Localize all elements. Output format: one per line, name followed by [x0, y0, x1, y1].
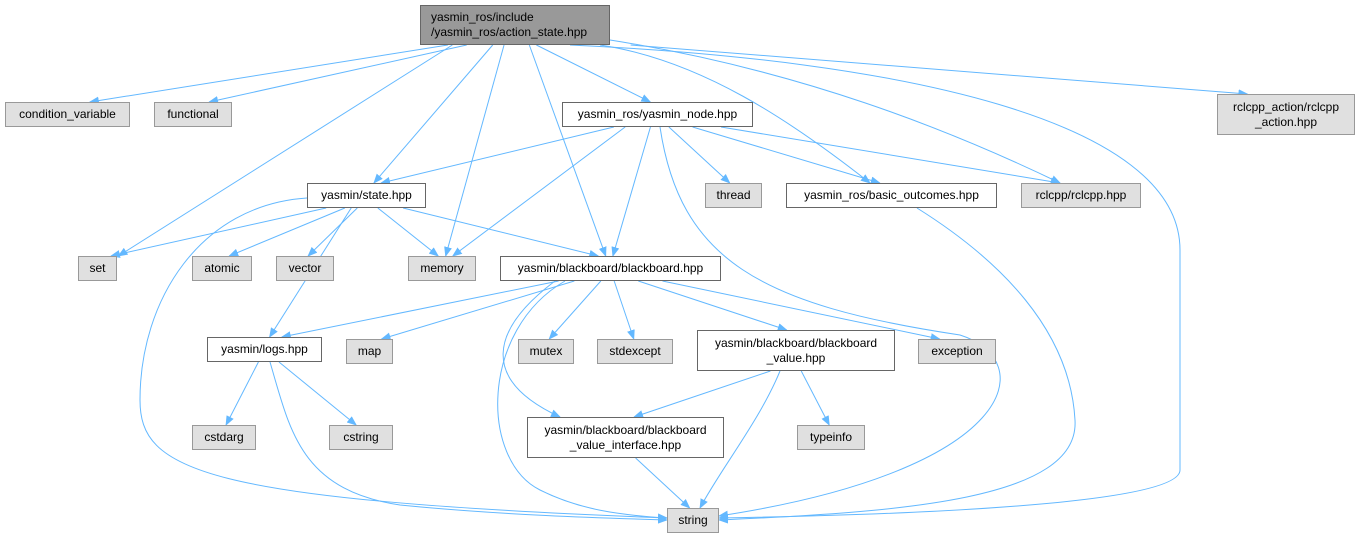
node-label: vector — [288, 261, 322, 275]
edge-state-to-vector — [307, 207, 358, 257]
node-label: cstdarg — [204, 430, 244, 444]
edge-value-interface-to-string — [635, 457, 691, 509]
node-label: set — [89, 261, 106, 275]
node-label: functional — [167, 107, 219, 121]
edge-blackboard-to-string — [497, 280, 668, 522]
edge-root-to-string — [569, 44, 1181, 522]
edge-blackboard-to-blackboard-value — [638, 280, 788, 331]
node-label: stdexcept — [609, 344, 661, 358]
node-label: condition_variable — [19, 107, 116, 121]
edge-blackboard-to-mutex — [548, 280, 602, 340]
node-label: rclcpp_action/rclcpp — [1232, 99, 1340, 114]
node-label: yasmin/blackboard/blackboard — [544, 422, 707, 437]
node-exception[interactable]: exception — [918, 339, 996, 364]
node-atomic[interactable]: atomic — [192, 256, 252, 281]
node-blackboard[interactable]: yasmin/blackboard/blackboard.hpp — [500, 256, 721, 281]
edge-yasmin-node-to-rclcpp — [720, 126, 1061, 186]
edge-root-to-state — [373, 44, 494, 184]
edge-root-to-rclcpp — [609, 39, 1061, 184]
edge-yasmin-node-to-thread — [668, 126, 731, 184]
node-condition-variable[interactable]: condition_variable — [5, 102, 130, 127]
node-label: atomic — [204, 261, 240, 275]
edge-blackboard-to-exception — [662, 280, 941, 342]
edge-root-to-yasmin-node — [536, 44, 652, 103]
edge-blackboard-value-to-string — [699, 370, 781, 509]
edge-root-to-basic-outcomes — [599, 44, 871, 184]
node-label: yasmin_ros/include — [431, 10, 534, 24]
node-rclcpp-action[interactable]: rclcpp_action/rclcpp_action.hpp — [1217, 94, 1355, 135]
edge-blackboard-value-to-value-interface — [633, 370, 771, 418]
node-label: memory — [420, 261, 464, 275]
edge-yasmin-node-to-blackboard — [611, 126, 651, 257]
node-label: rclcpp/rclcpp.hpp — [1035, 188, 1127, 202]
edge-logs-to-cstring — [278, 361, 357, 426]
edge-basic-outcomes-to-string — [718, 207, 1076, 524]
node-label: yasmin_ros/yasmin_node.hpp — [577, 107, 738, 121]
node-label: _value.hpp — [766, 350, 826, 365]
edge-state-to-string — [139, 197, 668, 522]
edge-root-to-condition-variable — [88, 44, 448, 105]
node-label: thread — [716, 188, 751, 202]
edge-root-to-set — [117, 44, 453, 257]
node-basic-outcomes[interactable]: yasmin_ros/basic_outcomes.hpp — [786, 183, 997, 208]
node-label: _value_interface.hpp — [569, 437, 682, 452]
node-label: string — [678, 513, 708, 527]
node-label: _action.hpp — [1254, 114, 1318, 129]
node-root[interactable]: yasmin_ros/include/yasmin_ros/action_sta… — [420, 5, 610, 45]
node-value-interface[interactable]: yasmin/blackboard/blackboard_value_inter… — [527, 417, 724, 458]
node-logs[interactable]: yasmin/logs.hpp — [207, 337, 322, 362]
node-thread[interactable]: thread — [705, 183, 762, 208]
edge-yasmin-node-to-string — [659, 126, 1001, 519]
node-blackboard-value[interactable]: yasmin/blackboard/blackboard_value.hpp — [697, 330, 895, 371]
edge-yasmin-node-to-state — [380, 126, 614, 185]
node-memory[interactable]: memory — [408, 256, 476, 281]
node-vector[interactable]: vector — [276, 256, 334, 281]
edge-blackboard-value-to-typeinfo — [800, 370, 830, 426]
node-mutex[interactable]: mutex — [518, 339, 574, 364]
node-string[interactable]: string — [667, 508, 719, 533]
edge-logs-to-cstdarg — [225, 361, 259, 426]
node-rclcpp[interactable]: rclcpp/rclcpp.hpp — [1021, 183, 1141, 208]
node-label: yasmin_ros/basic_outcomes.hpp — [804, 188, 979, 202]
node-set[interactable]: set — [78, 256, 117, 281]
node-cstring[interactable]: cstring — [329, 425, 393, 450]
node-label: exception — [931, 344, 983, 358]
edge-root-to-rclcpp-action — [630, 44, 1249, 98]
edge-logs-to-string — [269, 361, 668, 524]
edge-yasmin-node-to-memory — [451, 126, 626, 257]
node-label: yasmin/state.hpp — [321, 188, 412, 202]
node-label: /yasmin_ros/action_state.hpp — [431, 25, 588, 39]
node-state[interactable]: yasmin/state.hpp — [307, 183, 426, 208]
node-cstdarg[interactable]: cstdarg — [192, 425, 256, 450]
node-label: map — [357, 344, 382, 358]
node-label: yasmin/logs.hpp — [221, 342, 308, 356]
node-yasmin-node[interactable]: yasmin_ros/yasmin_node.hpp — [562, 102, 753, 127]
node-label: yasmin/blackboard/blackboard.hpp — [517, 261, 704, 275]
node-label: typeinfo — [809, 430, 853, 444]
edge-root-to-functional — [208, 44, 467, 104]
node-typeinfo[interactable]: typeinfo — [797, 425, 865, 450]
node-label: yasmin/blackboard/blackboard — [714, 335, 878, 350]
node-label: cstring — [343, 430, 379, 444]
node-label: mutex — [529, 344, 563, 358]
edge-blackboard-to-stdexcept — [613, 280, 635, 340]
edge-state-to-blackboard — [402, 207, 600, 258]
edge-blackboard-to-logs — [280, 280, 559, 340]
edge-state-to-atomic — [228, 207, 346, 257]
edge-root-to-blackboard — [528, 44, 607, 257]
edge-state-to-memory — [377, 207, 440, 257]
node-map[interactable]: map — [346, 339, 393, 364]
edge-blackboard-to-value-interface — [502, 280, 561, 418]
edge-blackboard-to-map — [380, 280, 575, 341]
edge-yasmin-node-to-basic-outcomes — [692, 126, 881, 185]
node-stdexcept[interactable]: stdexcept — [597, 339, 673, 364]
edge-state-to-set — [109, 207, 327, 258]
node-functional[interactable]: functional — [154, 102, 232, 127]
